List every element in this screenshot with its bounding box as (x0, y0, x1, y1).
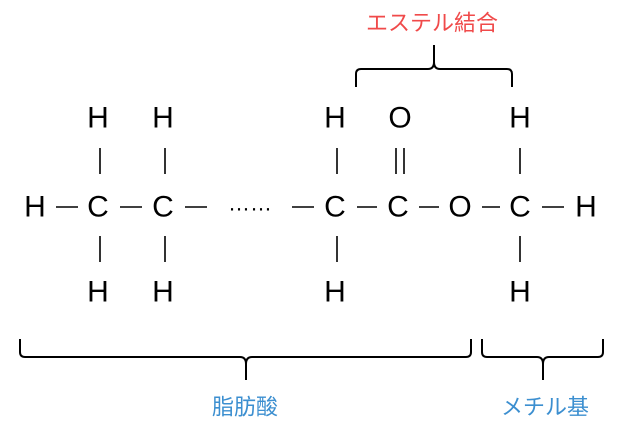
fatty-acid-brace (19, 339, 472, 380)
atom-h-bottom-1: H (87, 276, 109, 309)
chain-ellipsis: …… (228, 191, 272, 216)
atom-c1: C (87, 191, 109, 224)
fatty-acid-label: 脂肪酸 (212, 396, 278, 421)
atom-c3: C (324, 191, 346, 224)
atom-h-left: H (24, 191, 46, 224)
atom-o-carbonyl: O (388, 102, 411, 135)
atom-c2: C (152, 191, 174, 224)
vertical-bonds (99, 148, 521, 262)
atom-o-ester: O (448, 191, 471, 224)
methyl-group-brace (481, 339, 604, 380)
atom-c-methyl: C (509, 191, 531, 224)
atom-h-top-methyl: H (509, 102, 531, 135)
atom-h-bottom-methyl: H (509, 276, 531, 309)
atom-c-carbonyl: C (387, 191, 409, 224)
atom-h-top-1: H (87, 102, 109, 135)
atom-h-right: H (575, 191, 597, 224)
ester-bond-label: エステル結合 (366, 12, 498, 37)
atom-h-bottom-2: H (152, 276, 174, 309)
methyl-group-label: メチル基 (501, 396, 589, 421)
atom-h-top-3: H (324, 102, 346, 135)
ester-bond-brace (355, 45, 513, 87)
atom-h-top-2: H (152, 102, 174, 135)
atom-h-bottom-3: H (324, 276, 346, 309)
